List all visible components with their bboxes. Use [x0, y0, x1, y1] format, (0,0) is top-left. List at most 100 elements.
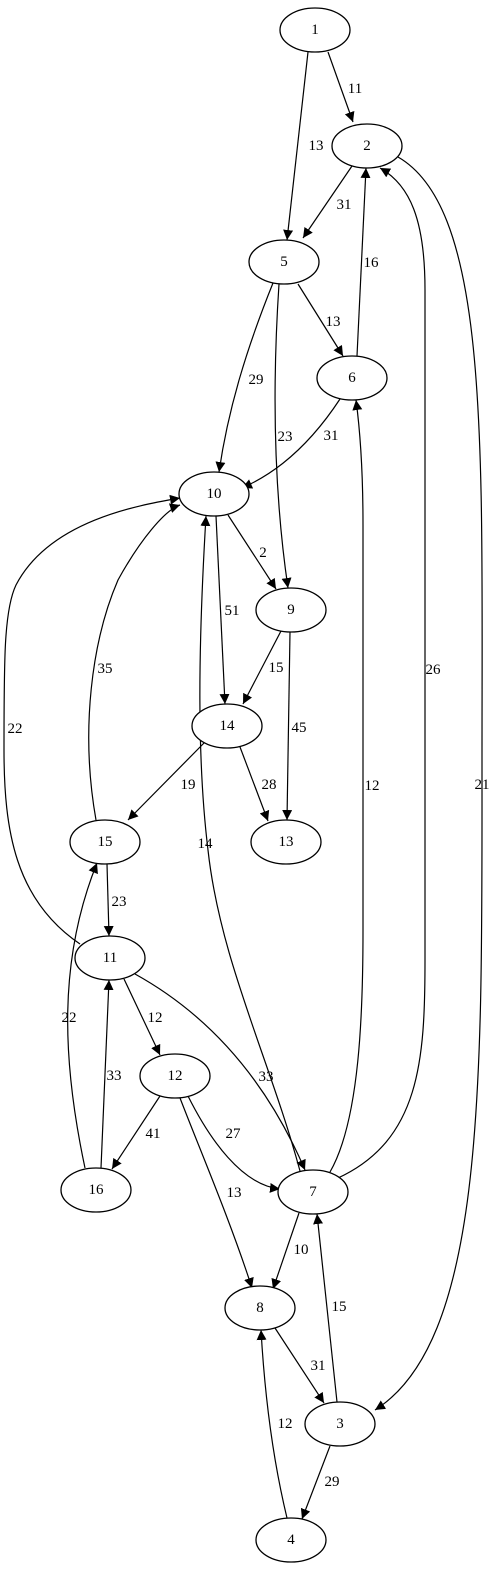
- edge-7-2: [337, 167, 426, 1179]
- edge-label-1-2: 11: [348, 81, 362, 97]
- node-shape-3: [304, 1401, 376, 1447]
- edge-label-1-5: 13: [309, 138, 324, 154]
- node-shape-8: [224, 1285, 296, 1331]
- node-label-8: 8: [256, 1300, 264, 1316]
- edge-5-6: [297, 283, 344, 357]
- edge-label-4-8: 12: [278, 1416, 293, 1432]
- node-6: 6: [316, 355, 388, 401]
- node-1: 1: [279, 7, 351, 53]
- edge-label-15-11: 23: [112, 894, 127, 910]
- edge-7-10: [199, 515, 301, 1172]
- edge-label-2-3: 21: [475, 777, 490, 793]
- edge-label-15-10: 35: [98, 661, 113, 677]
- edge-11-7: [134, 973, 306, 1171]
- edge-label-12-16: 41: [146, 1126, 161, 1142]
- edge-label-12-7: 27: [226, 1126, 242, 1142]
- node-5: 5: [248, 239, 320, 285]
- edge-6-10: [241, 398, 341, 489]
- edge-label-5-10: 29: [249, 372, 264, 388]
- node-shape-14: [191, 703, 263, 749]
- node-14: 14: [191, 703, 263, 749]
- node-4: 4: [255, 1517, 327, 1563]
- edge-14-13: [239, 746, 270, 822]
- node-label-4: 4: [287, 1532, 295, 1548]
- edge-14-15: [127, 741, 206, 821]
- node-label-14: 14: [220, 718, 236, 734]
- edge-2-5: [302, 165, 353, 239]
- edge-10-14: [215, 515, 230, 705]
- node-shape-7: [277, 1169, 349, 1215]
- edge-11-10: [3, 494, 181, 945]
- edge-16-15: [67, 862, 98, 1169]
- node-13: 13: [250, 819, 322, 865]
- node-3: 3: [304, 1401, 376, 1447]
- edge-label-7-8: 10: [294, 1242, 309, 1258]
- edge-label-10-14: 51: [225, 603, 240, 619]
- edge-4-8: [256, 1329, 288, 1519]
- edge-label-11-10: 22: [8, 721, 23, 737]
- node-shape-10: [178, 471, 250, 517]
- node-label-9: 9: [287, 602, 295, 618]
- edge-7-8: [271, 1212, 300, 1290]
- edge-label-5-9: 23: [278, 429, 293, 445]
- node-label-12: 12: [168, 1068, 183, 1084]
- edge-12-16: [111, 1095, 161, 1170]
- node-label-1: 1: [311, 22, 319, 38]
- node-shape-5: [248, 239, 320, 285]
- edge-label-9-14: 15: [269, 660, 284, 676]
- edge-label-8-3: 31: [311, 1358, 326, 1374]
- edge-6-2: [356, 167, 371, 357]
- node-shape-2: [331, 123, 403, 169]
- node-label-2: 2: [363, 138, 371, 154]
- edge-3-7: [313, 1213, 338, 1403]
- node-label-6: 6: [348, 370, 356, 386]
- node-shape-4: [255, 1517, 327, 1563]
- node-shape-6: [316, 355, 388, 401]
- edge-7-6: [329, 399, 364, 1173]
- edge-label-10-9: 2: [259, 545, 267, 561]
- node-8: 8: [224, 1285, 296, 1331]
- node-11: 11: [74, 935, 146, 981]
- node-10: 10: [178, 471, 250, 517]
- node-12: 12: [139, 1053, 211, 1099]
- edge-9-13: [282, 631, 293, 821]
- node-7: 7: [277, 1169, 349, 1215]
- edge-9-14: [242, 630, 282, 705]
- edge-label-7-6: 12: [365, 778, 380, 794]
- edges-layer: [3, 51, 483, 1520]
- edge-1-5: [283, 51, 309, 241]
- edge-3-4: [300, 1445, 331, 1520]
- edge-label-9-13: 45: [292, 720, 307, 736]
- edge-12-7: [187, 1095, 281, 1193]
- edge-label-7-10: 14: [198, 836, 214, 852]
- edge-label-7-2: 26: [426, 662, 442, 678]
- edge-label-12-8: 13: [227, 1185, 242, 1201]
- edge-label-5-6: 13: [326, 314, 341, 330]
- node-shape-12: [139, 1053, 211, 1099]
- edge-label-3-7: 15: [332, 1299, 347, 1315]
- node-label-5: 5: [280, 254, 288, 270]
- edge-5-10: [215, 282, 274, 473]
- edge-label-6-10: 31: [324, 428, 339, 444]
- edge-15-10: [88, 503, 181, 821]
- node-label-7: 7: [309, 1184, 317, 1200]
- edge-12-8: [179, 1097, 254, 1289]
- node-label-3: 3: [336, 1416, 344, 1432]
- edge-label-6-2: 16: [364, 255, 380, 271]
- edge-label-14-13: 28: [262, 777, 277, 793]
- node-label-13: 13: [279, 834, 294, 850]
- edge-8-3: [274, 1327, 325, 1404]
- node-shape-13: [250, 819, 322, 865]
- edge-label-11-12: 12: [148, 1010, 163, 1026]
- edge-11-12: [123, 978, 161, 1056]
- node-label-11: 11: [103, 950, 117, 966]
- edge-label-16-11: 33: [107, 1068, 122, 1084]
- edge-label-2-5: 31: [337, 197, 352, 213]
- edge-label-14-15: 19: [181, 777, 196, 793]
- node-16: 16: [60, 1167, 132, 1213]
- edge-label-16-15: 22: [62, 1010, 77, 1026]
- node-shape-11: [74, 935, 146, 981]
